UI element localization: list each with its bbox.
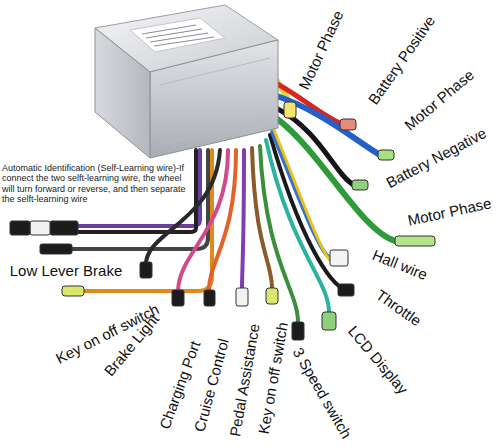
wire-label: Battery Negative xyxy=(383,125,489,192)
wire-label: Motor Phase xyxy=(402,66,478,133)
wire-label: Battery Positive xyxy=(365,13,438,108)
wire-label: Motor Phase xyxy=(297,8,348,92)
wire-label: Key on off switch xyxy=(256,321,292,435)
wire-label: Low Lever Brake xyxy=(10,263,123,280)
note-text: Automatic Identification (Self-Learning … xyxy=(2,163,192,204)
wire-label: Hall wire xyxy=(370,247,430,284)
wire-label: Throttle xyxy=(372,287,423,330)
wire-label: Motor Phase xyxy=(407,195,494,229)
wire-label: 3 Speed switch xyxy=(289,345,354,441)
wire-label: LCD Display xyxy=(345,323,411,397)
